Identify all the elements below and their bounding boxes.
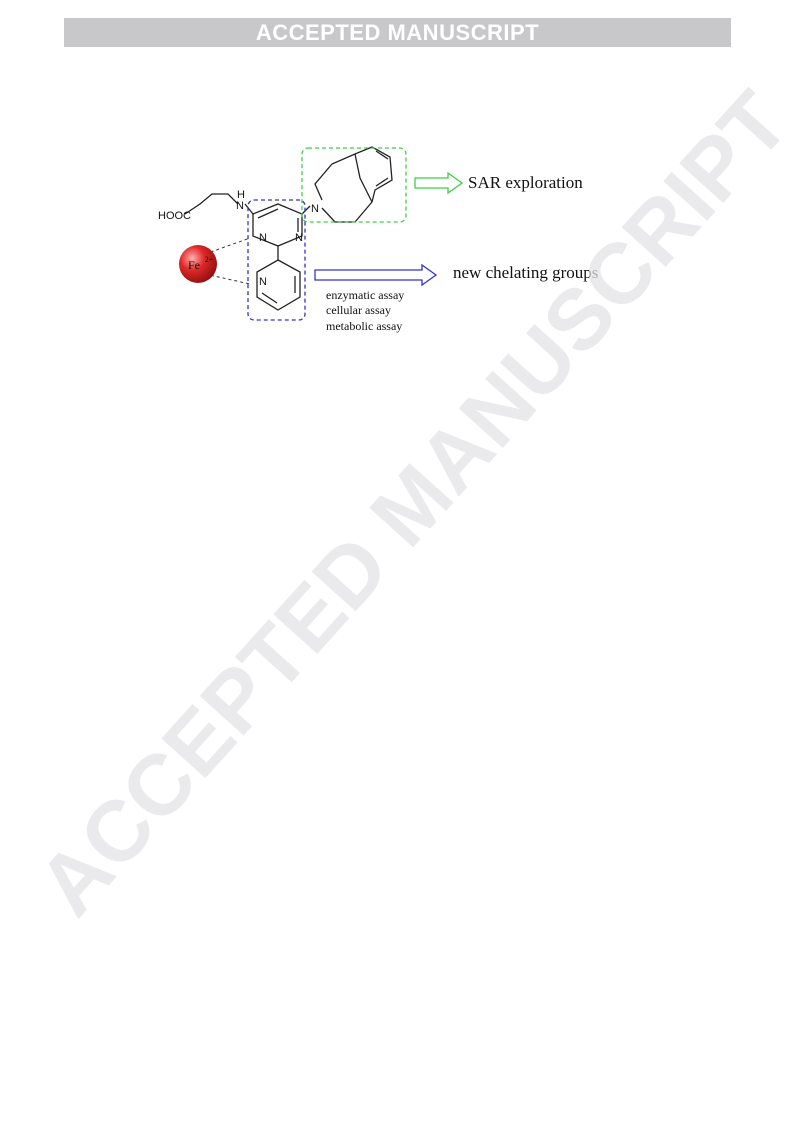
- iron-ion-sphere: [179, 245, 217, 283]
- sar-exploration-label: SAR exploration: [468, 173, 583, 192]
- pyrimidine-n1-label: N: [259, 232, 267, 244]
- hooc-label: HOOC: [158, 210, 191, 222]
- assay-label-0: enzymatic assay: [326, 288, 404, 302]
- pyrimidine-n2-label: N: [295, 232, 303, 244]
- fe-charge-label: 2+: [205, 255, 214, 264]
- sar-region-box: [301, 147, 407, 223]
- molecule-bonds: [184, 146, 393, 311]
- amine-n-label: N: [236, 200, 244, 212]
- chelating-region-box: [247, 199, 306, 321]
- accepted-manuscript-banner: ACCEPTED MANUSCRIPT: [64, 18, 731, 47]
- fe-label: Fe: [188, 258, 200, 272]
- sar-arrow: [414, 171, 464, 195]
- assay-label-2: metabolic assay: [326, 319, 402, 333]
- amine-h-label: H: [237, 189, 245, 201]
- chemical-structure-figure: Fe 2+ HOOC N H N N N N SAR exploration n…: [158, 146, 598, 333]
- pyridine-n-label: N: [259, 276, 267, 288]
- azepine-n-label: N: [311, 203, 319, 215]
- new-chelating-groups-label: new chelating groups: [453, 263, 598, 282]
- assay-label-1: cellular assay: [326, 303, 391, 317]
- chelating-arrow: [314, 263, 438, 287]
